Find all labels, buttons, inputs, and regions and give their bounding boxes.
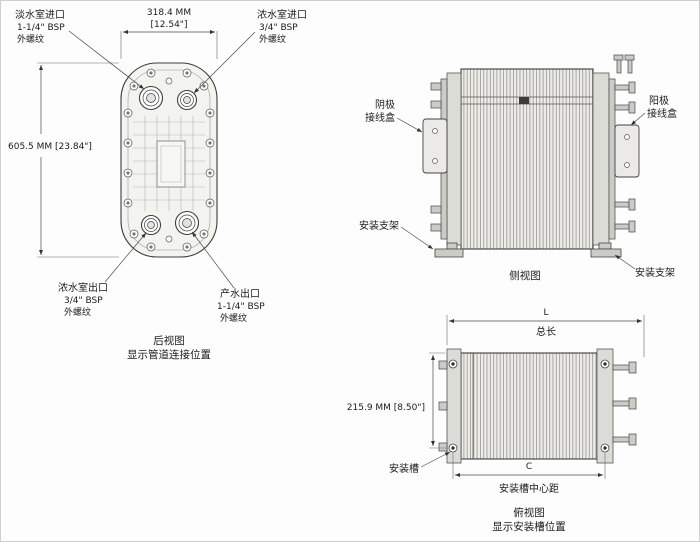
svg-text:浓水室进口: 浓水室进口 <box>257 8 307 21</box>
bolt-hole-centers <box>126 71 212 249</box>
leader-fresh-inlet <box>68 30 145 90</box>
left-tie-rods <box>430 82 442 232</box>
svg-text:安装支架: 安装支架 <box>635 266 675 279</box>
top-view: L 总长 215.9 MM [8.50"] 安装槽 C 安装槽中心距 俯视图 显… <box>347 308 645 533</box>
anode-junction-box <box>614 124 640 178</box>
side-end-plate-left <box>446 72 462 246</box>
svg-text:1-1/4" BSP: 1-1/4" BSP <box>17 23 65 33</box>
rear-view-title: 后视图 <box>153 334 185 347</box>
svg-text:产水出口: 产水出口 <box>220 287 260 300</box>
port-fresh-inlet <box>138 85 164 111</box>
svg-text:浓水室出口: 浓水室出口 <box>58 281 108 294</box>
anode-terminal-2 <box>624 162 630 168</box>
rear-view: 318.4 MM [12.54"] 605.5 MM [23.84"] 淡水室进… <box>8 8 307 361</box>
leader-mounting-slot <box>420 451 451 468</box>
width-extension-lines <box>120 31 218 59</box>
side-bracket-right <box>590 242 622 258</box>
center-hole-top <box>165 77 173 85</box>
svg-text:安装支架: 安装支架 <box>359 219 399 232</box>
bolt-holes <box>123 68 215 252</box>
length-dim-symbol: L <box>543 308 548 318</box>
side-bracket-left <box>434 242 464 258</box>
svg-text:接线盒: 接线盒 <box>647 107 677 120</box>
center-hole-bottom <box>165 235 173 243</box>
port-product-outlet <box>174 210 200 236</box>
top-view-title: 俯视图 <box>513 506 545 519</box>
side-end-plate-right <box>592 72 610 246</box>
width-dim-mm: 318.4 MM <box>147 8 191 18</box>
top-stack-body <box>460 352 598 460</box>
top-left-nubs <box>438 360 448 452</box>
svg-text:外螺纹: 外螺纹 <box>220 312 247 324</box>
side-view-title: 侧视图 <box>509 269 541 282</box>
svg-text:3/4" BSP: 3/4" BSP <box>259 23 298 33</box>
svg-text:阳极: 阳极 <box>649 94 669 107</box>
side-view: 阴极 接线盒 阳极 接线盒 安装支架 安装支架 侧视图 <box>359 54 677 282</box>
svg-text:接线盒: 接线盒 <box>365 111 395 124</box>
svg-text:3/4" BSP: 3/4" BSP <box>64 296 103 306</box>
leader-anode-box <box>630 112 646 126</box>
side-end-plate-right-2 <box>608 78 616 240</box>
side-stack-body <box>460 68 594 250</box>
svg-text:阴极: 阴极 <box>375 98 395 111</box>
label-concentrate-outlet: 浓水室出口 3/4" BSP 外螺纹 <box>58 232 147 318</box>
cathode-terminal-2 <box>432 158 438 164</box>
mounting-slot-centers <box>451 362 607 450</box>
port-concentrate-inlet <box>176 89 198 111</box>
anode-terminal-1 <box>624 134 630 140</box>
side-dim-extension-lines <box>429 352 447 449</box>
center-dim-symbol: C <box>526 462 532 472</box>
cathode-junction-box <box>422 118 448 174</box>
label-side-bracket-right: 安装支架 <box>614 254 675 279</box>
rear-plate-inner-outline <box>127 69 211 251</box>
label-cathode-box: 阴极 接线盒 <box>365 98 423 133</box>
label-side-bracket-left: 安装支架 <box>359 219 434 250</box>
svg-text:淡水室进口: 淡水室进口 <box>15 8 65 21</box>
leader-side-bracket-left <box>400 226 434 250</box>
label-product-outlet: 产水出口 1-1/4" BSP 外螺纹 <box>191 231 265 324</box>
right-tie-rods <box>613 54 636 233</box>
top-right-studs <box>612 361 637 446</box>
rear-view-subtitle: 显示管道连接位置 <box>127 348 211 361</box>
port-concentrate-outlet <box>140 214 162 236</box>
center-dim-label: 安装槽中心距 <box>499 482 559 495</box>
nameplate <box>156 140 186 188</box>
label-concentrate-inlet: 浓水室进口 3/4" BSP 外螺纹 <box>193 8 307 94</box>
label-mounting-slot: 安装槽 <box>389 451 451 475</box>
length-extension-lines <box>446 315 645 357</box>
top-view-subtitle: 显示安装槽位置 <box>492 520 566 533</box>
svg-text:外螺纹: 外螺纹 <box>259 33 286 45</box>
leader-concentrate-inlet <box>193 31 256 94</box>
svg-text:外螺纹: 外螺纹 <box>17 33 44 45</box>
stack-seam-block <box>519 97 529 104</box>
center-dim-extension-lines <box>452 453 606 479</box>
cathode-terminal-1 <box>432 128 438 134</box>
height-dim-text: 605.5 MM [23.84"] <box>8 142 92 152</box>
svg-text:1-1/4" BSP: 1-1/4" BSP <box>217 302 265 312</box>
svg-text:外螺纹: 外螺纹 <box>64 306 91 318</box>
height-extension-lines <box>37 62 119 258</box>
leader-product-outlet <box>191 231 235 289</box>
length-dim-label: 总长 <box>536 325 556 338</box>
label-fresh-inlet: 淡水室进口 1-1/4" BSP 外螺纹 <box>15 8 145 90</box>
svg-text:安装槽: 安装槽 <box>389 462 419 475</box>
leader-side-bracket-right <box>614 254 636 270</box>
label-anode-box: 阳极 接线盒 <box>630 94 677 126</box>
width-dim-inch: [12.54"] <box>151 20 188 30</box>
nameplate-inner <box>160 145 182 183</box>
side-dim-text: 215.9 MM [8.50"] <box>347 403 425 413</box>
leader-concentrate-outlet <box>104 232 147 283</box>
leader-cathode-box <box>396 117 423 133</box>
